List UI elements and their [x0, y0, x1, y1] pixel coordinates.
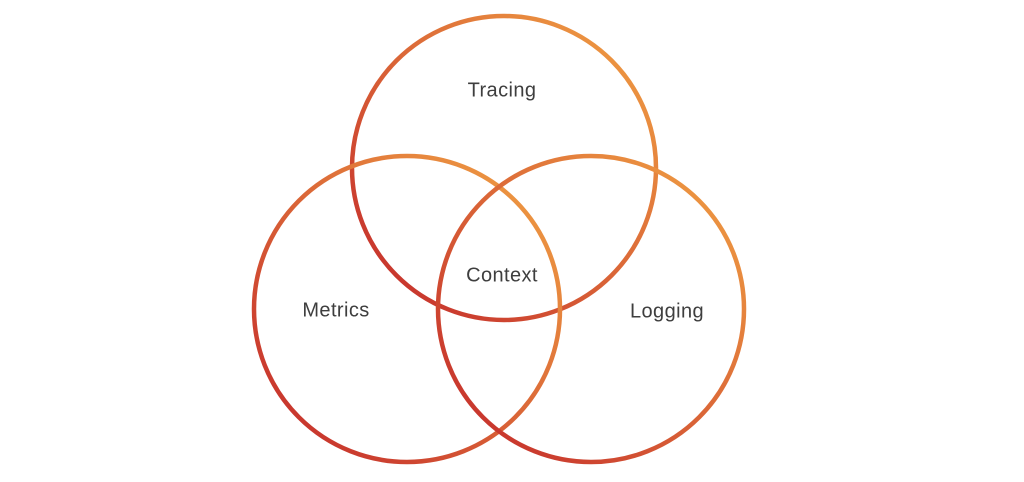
circle-label-tracing: Tracing — [467, 79, 537, 102]
intersection-label-context: Context — [466, 264, 538, 287]
metrics-circle — [251, 153, 563, 465]
circle-label-logging: Logging — [630, 300, 704, 323]
logging-circle — [435, 153, 747, 465]
circle-label-metrics: Metrics — [302, 299, 370, 322]
